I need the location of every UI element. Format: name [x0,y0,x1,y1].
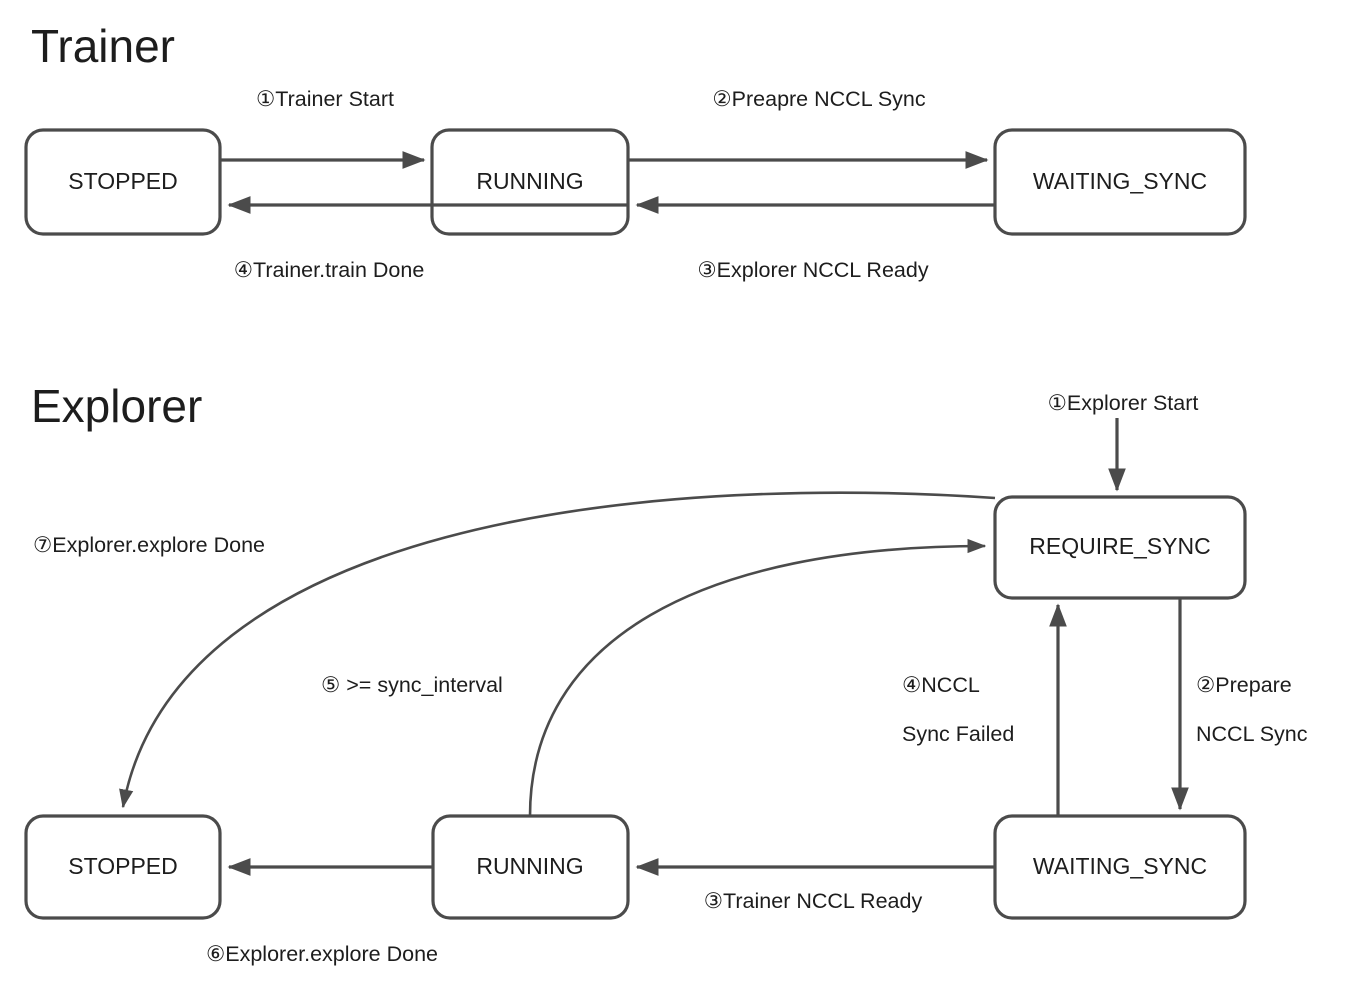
explorer-edge-label-2-line1: ②Prepare [1196,673,1292,697]
explorer-edge-label-2-line2: NCCL Sync [1196,722,1308,746]
trainer-state-stopped-label: STOPPED [68,168,178,194]
trainer-state-running-label: RUNNING [476,168,583,194]
explorer-state-require-sync[interactable]: REQUIRE_SYNC [993,495,1247,600]
trainer-edge-label-1: ①Trainer Start [256,87,394,111]
trainer-edge-label-4: ④Trainer.train Done [234,258,425,282]
trainer-state-stopped-shape [24,128,222,236]
explorer-state-require-sync-label: REQUIRE_SYNC [1029,533,1210,559]
explorer-edge-label-1: ①Explorer Start [1048,391,1199,415]
explorer-edge-label-3: ③Trainer NCCL Ready [704,889,923,913]
explorer-edge-label-5: ⑤ >= sync_interval [321,673,503,697]
explorer-state-waiting-sync[interactable]: WAITING_SYNC [993,814,1247,920]
trainer-edge-label-3: ③Explorer NCCL Ready [697,258,928,282]
explorer-edge-label-4-line2: Sync Failed [902,722,1014,746]
explorer-state-stopped-label: STOPPED [68,853,178,879]
trainer-state-waiting-sync-label: WAITING_SYNC [1033,168,1207,194]
explorer-edge-running-to-require-sync [528,538,987,817]
trainer-state-running[interactable]: RUNNING [430,128,630,236]
explorer-state-waiting-sync-label: WAITING_SYNC [1033,853,1207,879]
explorer-state-running-label: RUNNING [476,853,583,879]
trainer-state-waiting-sync[interactable]: WAITING_SYNC [993,128,1247,236]
explorer-section-title: Explorer [31,380,202,432]
trainer-section-title: Trainer [31,20,175,72]
trainer-state-running-shape [430,128,630,236]
explorer-state-stopped-shape [24,814,222,920]
trainer-state-waiting-sync-shape [993,128,1247,236]
explorer-edge-label-7: ⑦Explorer.explore Done [33,533,265,557]
explorer-state-stopped[interactable]: STOPPED [24,814,222,920]
trainer-edge-label-2: ②Preapre NCCL Sync [712,87,925,111]
explorer-edge-label-4-line1: ④NCCL [902,673,980,697]
trainer-state-stopped[interactable]: STOPPED [24,128,222,236]
explorer-edge-require-sync-to-stopped [119,491,996,809]
explorer-edge-label-6: ⑥Explorer.explore Done [206,942,438,966]
explorer-state-require-sync-shape [993,495,1247,600]
explorer-state-running[interactable]: RUNNING [431,814,630,920]
